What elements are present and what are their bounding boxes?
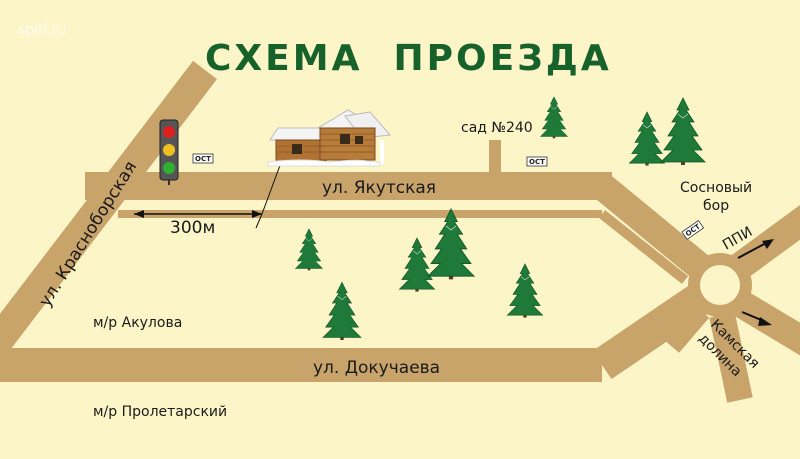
watermark: spiti.ru [18, 22, 67, 38]
label-sosnovy-bor-1: Сосновый [680, 180, 752, 196]
traffic-light-icon [159, 119, 179, 185]
bus-stop-sign-icon: ОСТ [526, 156, 548, 167]
bus-stop-sign-icon: ОСТ [192, 153, 214, 164]
road-exit-ppi [726, 204, 800, 282]
label-dokuchaeva: ул. Докучаева [313, 358, 440, 378]
road-diag-mid [598, 210, 689, 284]
fir-tree-icon [322, 282, 362, 341]
distance-marker [134, 159, 283, 229]
label-distance: 300м [170, 218, 215, 238]
road-krasnoborskaya [0, 60, 217, 355]
fir-tree-icon [295, 228, 323, 271]
fir-tree-icon [507, 263, 543, 318]
road-exit-kamskaya [727, 287, 800, 356]
house-icon [267, 109, 392, 167]
fir-tree-icon [540, 96, 568, 139]
fir-tree-icon [629, 111, 665, 166]
bus-stop-sign-icon: ОСТ [681, 219, 705, 240]
arrow-icon [741, 311, 772, 326]
fir-tree-icon [660, 97, 706, 166]
label-sosnovy-bor-2: бор [703, 198, 729, 214]
label-akulova: м/р Акулова [93, 315, 182, 331]
label-proletarsky: м/р Пролетарский [93, 404, 227, 420]
arrow-icon [737, 239, 774, 259]
road-exit-south [709, 312, 753, 403]
svg-text:ОСТ: ОСТ [195, 155, 211, 163]
svg-text:ОСТ: ОСТ [529, 158, 545, 166]
roundabout-island [700, 265, 740, 305]
label-sad-240: сад №240 [461, 120, 533, 136]
roads [0, 60, 800, 403]
map-title: СХЕМА ПРОЕЗДА [205, 38, 612, 79]
road-diag-upper [593, 175, 719, 286]
road-exit-southwest [660, 302, 710, 353]
fir-tree-icon [399, 237, 435, 292]
fir-tree-icon [427, 208, 475, 280]
label-yakutskaya: ул. Якутская [322, 178, 436, 198]
